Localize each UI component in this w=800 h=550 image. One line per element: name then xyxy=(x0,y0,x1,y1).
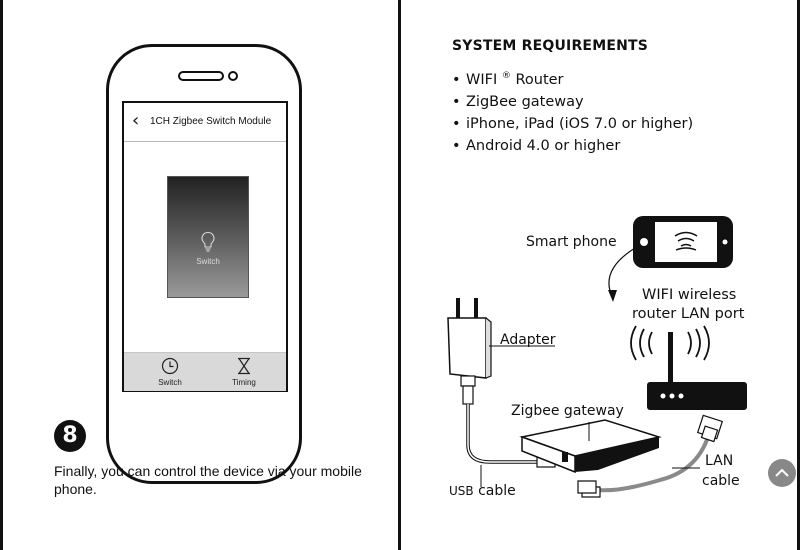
left-page-divider xyxy=(0,0,3,550)
usb-suffix: cable xyxy=(473,483,516,499)
tab-switch-label: Switch xyxy=(158,378,182,387)
switch-label: Switch xyxy=(196,257,220,266)
requirement-item-ios: iPhone, iPad (iOS 7.0 or higher) xyxy=(452,113,693,135)
requirements-list: WIFI ® Router ZigBee gateway iPhone, iPa… xyxy=(452,65,693,157)
tab-timing-label: Timing xyxy=(232,378,256,387)
adapter-illustration xyxy=(447,298,555,405)
tab-switch[interactable]: Switch xyxy=(140,353,200,391)
zigbee-gateway-label: Zigbee gateway xyxy=(511,403,624,419)
router-illustration xyxy=(647,332,747,410)
phone-speaker xyxy=(178,71,224,81)
phone-to-router-arrow xyxy=(608,247,636,302)
screen-title: 1CH Zigbee Switch Module xyxy=(150,116,272,127)
phone-illustration xyxy=(106,44,302,484)
smartphone-illustration xyxy=(633,216,733,268)
screen-header: ‹ 1CH Zigbee Switch Module xyxy=(124,103,286,142)
back-chevron-icon[interactable]: ‹ xyxy=(132,110,140,131)
usb-cable-label: USB cable xyxy=(449,482,516,500)
final-instruction-text: Finally, you can control the device via … xyxy=(54,463,362,497)
adapter-label: Adapter xyxy=(500,332,556,348)
requirement-item-wifi: WIFI ® Router xyxy=(452,65,693,91)
center-page-divider xyxy=(398,0,401,550)
usb-prefix: USB xyxy=(449,484,474,498)
step-number-badge: 8 xyxy=(54,420,86,452)
hourglass-icon xyxy=(238,357,250,375)
requirements-heading: SYSTEM REQUIREMENTS xyxy=(452,38,649,54)
phone-screen: ‹ 1CH Zigbee Switch Module Switch Switch… xyxy=(122,101,288,392)
clock-icon xyxy=(161,357,179,375)
wifi-router-label-line2: router LAN port xyxy=(632,306,745,322)
tab-timing[interactable]: Timing xyxy=(214,353,274,391)
wifi-signal-icon xyxy=(630,325,710,361)
switch-toggle-card[interactable]: Switch xyxy=(167,176,249,298)
scroll-to-top-button[interactable] xyxy=(768,459,796,487)
light-bulb-icon xyxy=(201,231,215,252)
chevron-up-icon xyxy=(775,468,789,477)
wifi-router-label-line1: WIFI wireless xyxy=(642,287,737,303)
smart-phone-label: Smart phone xyxy=(526,234,617,250)
requirement-item-gateway: ZigBee gateway xyxy=(452,91,693,113)
phone-camera xyxy=(228,71,238,81)
lan-cable-illustration xyxy=(577,414,724,498)
registered-mark: ® xyxy=(501,71,511,81)
zigbee-gateway-illustration xyxy=(519,419,662,474)
lan-cable-label-line2: cable xyxy=(702,473,740,489)
lan-cable-label-line1: LAN xyxy=(705,453,734,469)
right-page-divider xyxy=(797,0,800,550)
requirement-item-android: Android 4.0 or higher xyxy=(452,135,693,157)
screen-tab-bar: Switch Timing xyxy=(124,352,286,391)
